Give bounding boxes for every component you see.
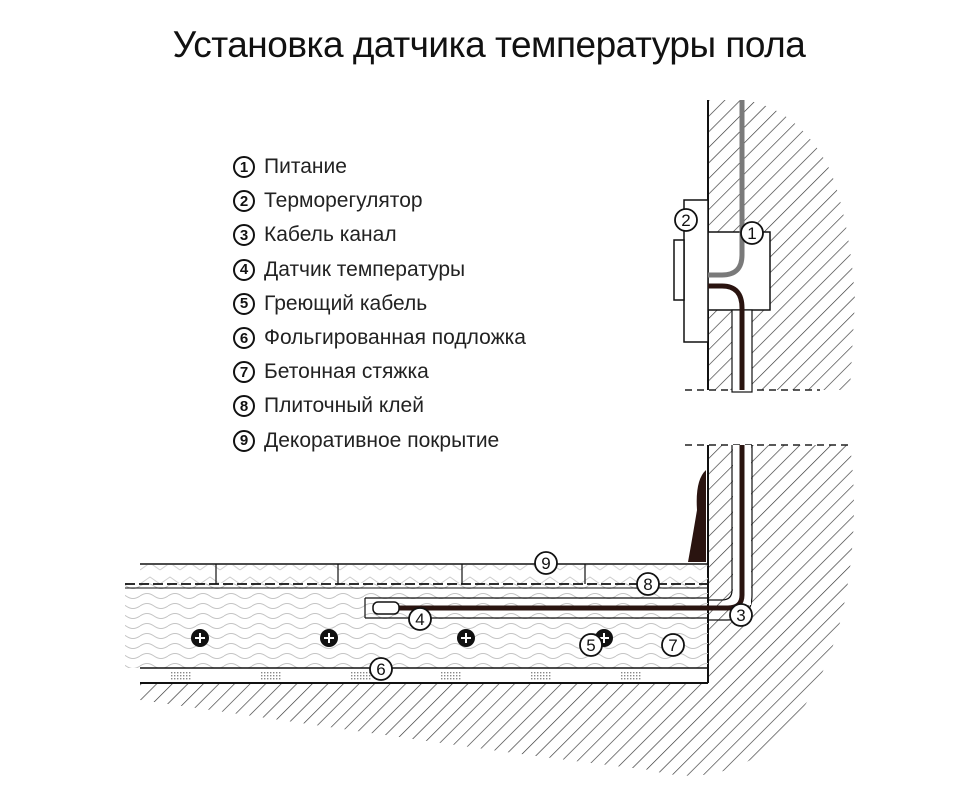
tile-edge-sealant <box>688 470 706 562</box>
legend-label: Датчик температуры <box>264 257 466 281</box>
legend-label: Питание <box>264 155 347 179</box>
callout-2: 2 <box>674 208 698 232</box>
number-badge: 2 <box>233 190 255 213</box>
legend-item-temp-sensor: 4 Датчик температуры <box>233 253 526 287</box>
callout-6: 6 <box>369 657 393 681</box>
callout-number: 4 <box>415 610 424 629</box>
legend-item-heating-cable: 5 Греющий кабель <box>233 287 526 321</box>
legend-item-tile-adhesive: 8 Плиточный клей <box>233 389 526 423</box>
callout-number: 3 <box>736 606 745 625</box>
legend-item-thermostat: 2 Терморегулятор <box>233 184 526 218</box>
legend-label: Плиточный клей <box>264 394 424 418</box>
callout-1: 1 <box>740 221 764 245</box>
callout-7: 7 <box>661 633 685 657</box>
number-badge: 9 <box>233 429 255 452</box>
callout-8: 8 <box>636 572 660 596</box>
number-badge: 6 <box>233 327 255 350</box>
legend-label: Греющий кабель <box>264 291 428 315</box>
temperature-sensor-probe <box>372 601 400 615</box>
legend-label: Терморегулятор <box>264 189 423 213</box>
legend-label: Кабель канал <box>264 223 397 247</box>
callout-number: 2 <box>681 211 690 230</box>
callout-4: 4 <box>408 607 432 631</box>
legend-item-power: 1 Питание <box>233 150 526 184</box>
diagram-title: Установка датчика температуры пола <box>172 24 806 65</box>
callout-3: 3 <box>729 603 753 627</box>
callout-9: 9 <box>534 551 558 575</box>
callout-number: 9 <box>541 554 550 573</box>
callout-number: 8 <box>643 575 652 594</box>
legend-item-cable-channel: 3 Кабель канал <box>233 218 526 252</box>
callout-5: 5 <box>579 633 603 657</box>
number-badge: 4 <box>233 258 255 281</box>
callout-number: 1 <box>747 224 756 243</box>
callout-number: 7 <box>668 636 677 655</box>
break-lines <box>675 389 875 446</box>
legend: 1 Питание 2 Терморегулятор 3 Кабель канал 4… <box>233 150 526 458</box>
number-badge: 3 <box>233 224 255 247</box>
legend-label: Декоративное покрытие <box>264 428 500 452</box>
legend-label: Фольгированная подложка <box>264 326 526 350</box>
power-cable <box>708 100 745 278</box>
heating-cable-section <box>457 629 475 647</box>
number-badge: 5 <box>233 292 255 315</box>
legend-item-decorative-cover: 9 Декоративное покрытие <box>233 424 526 458</box>
number-badge: 1 <box>233 156 255 179</box>
number-badge: 7 <box>233 361 255 384</box>
number-badge: 8 <box>233 395 255 418</box>
callout-number: 5 <box>586 636 595 655</box>
heating-cable-section <box>191 629 209 647</box>
legend-item-concrete-screed: 7 Бетонная стяжка <box>233 355 526 389</box>
legend-item-foil-underlay: 6 Фольгированная подложка <box>233 321 526 355</box>
heating-cable-section <box>320 629 338 647</box>
callout-number: 6 <box>376 660 385 679</box>
legend-label: Бетонная стяжка <box>264 360 429 384</box>
